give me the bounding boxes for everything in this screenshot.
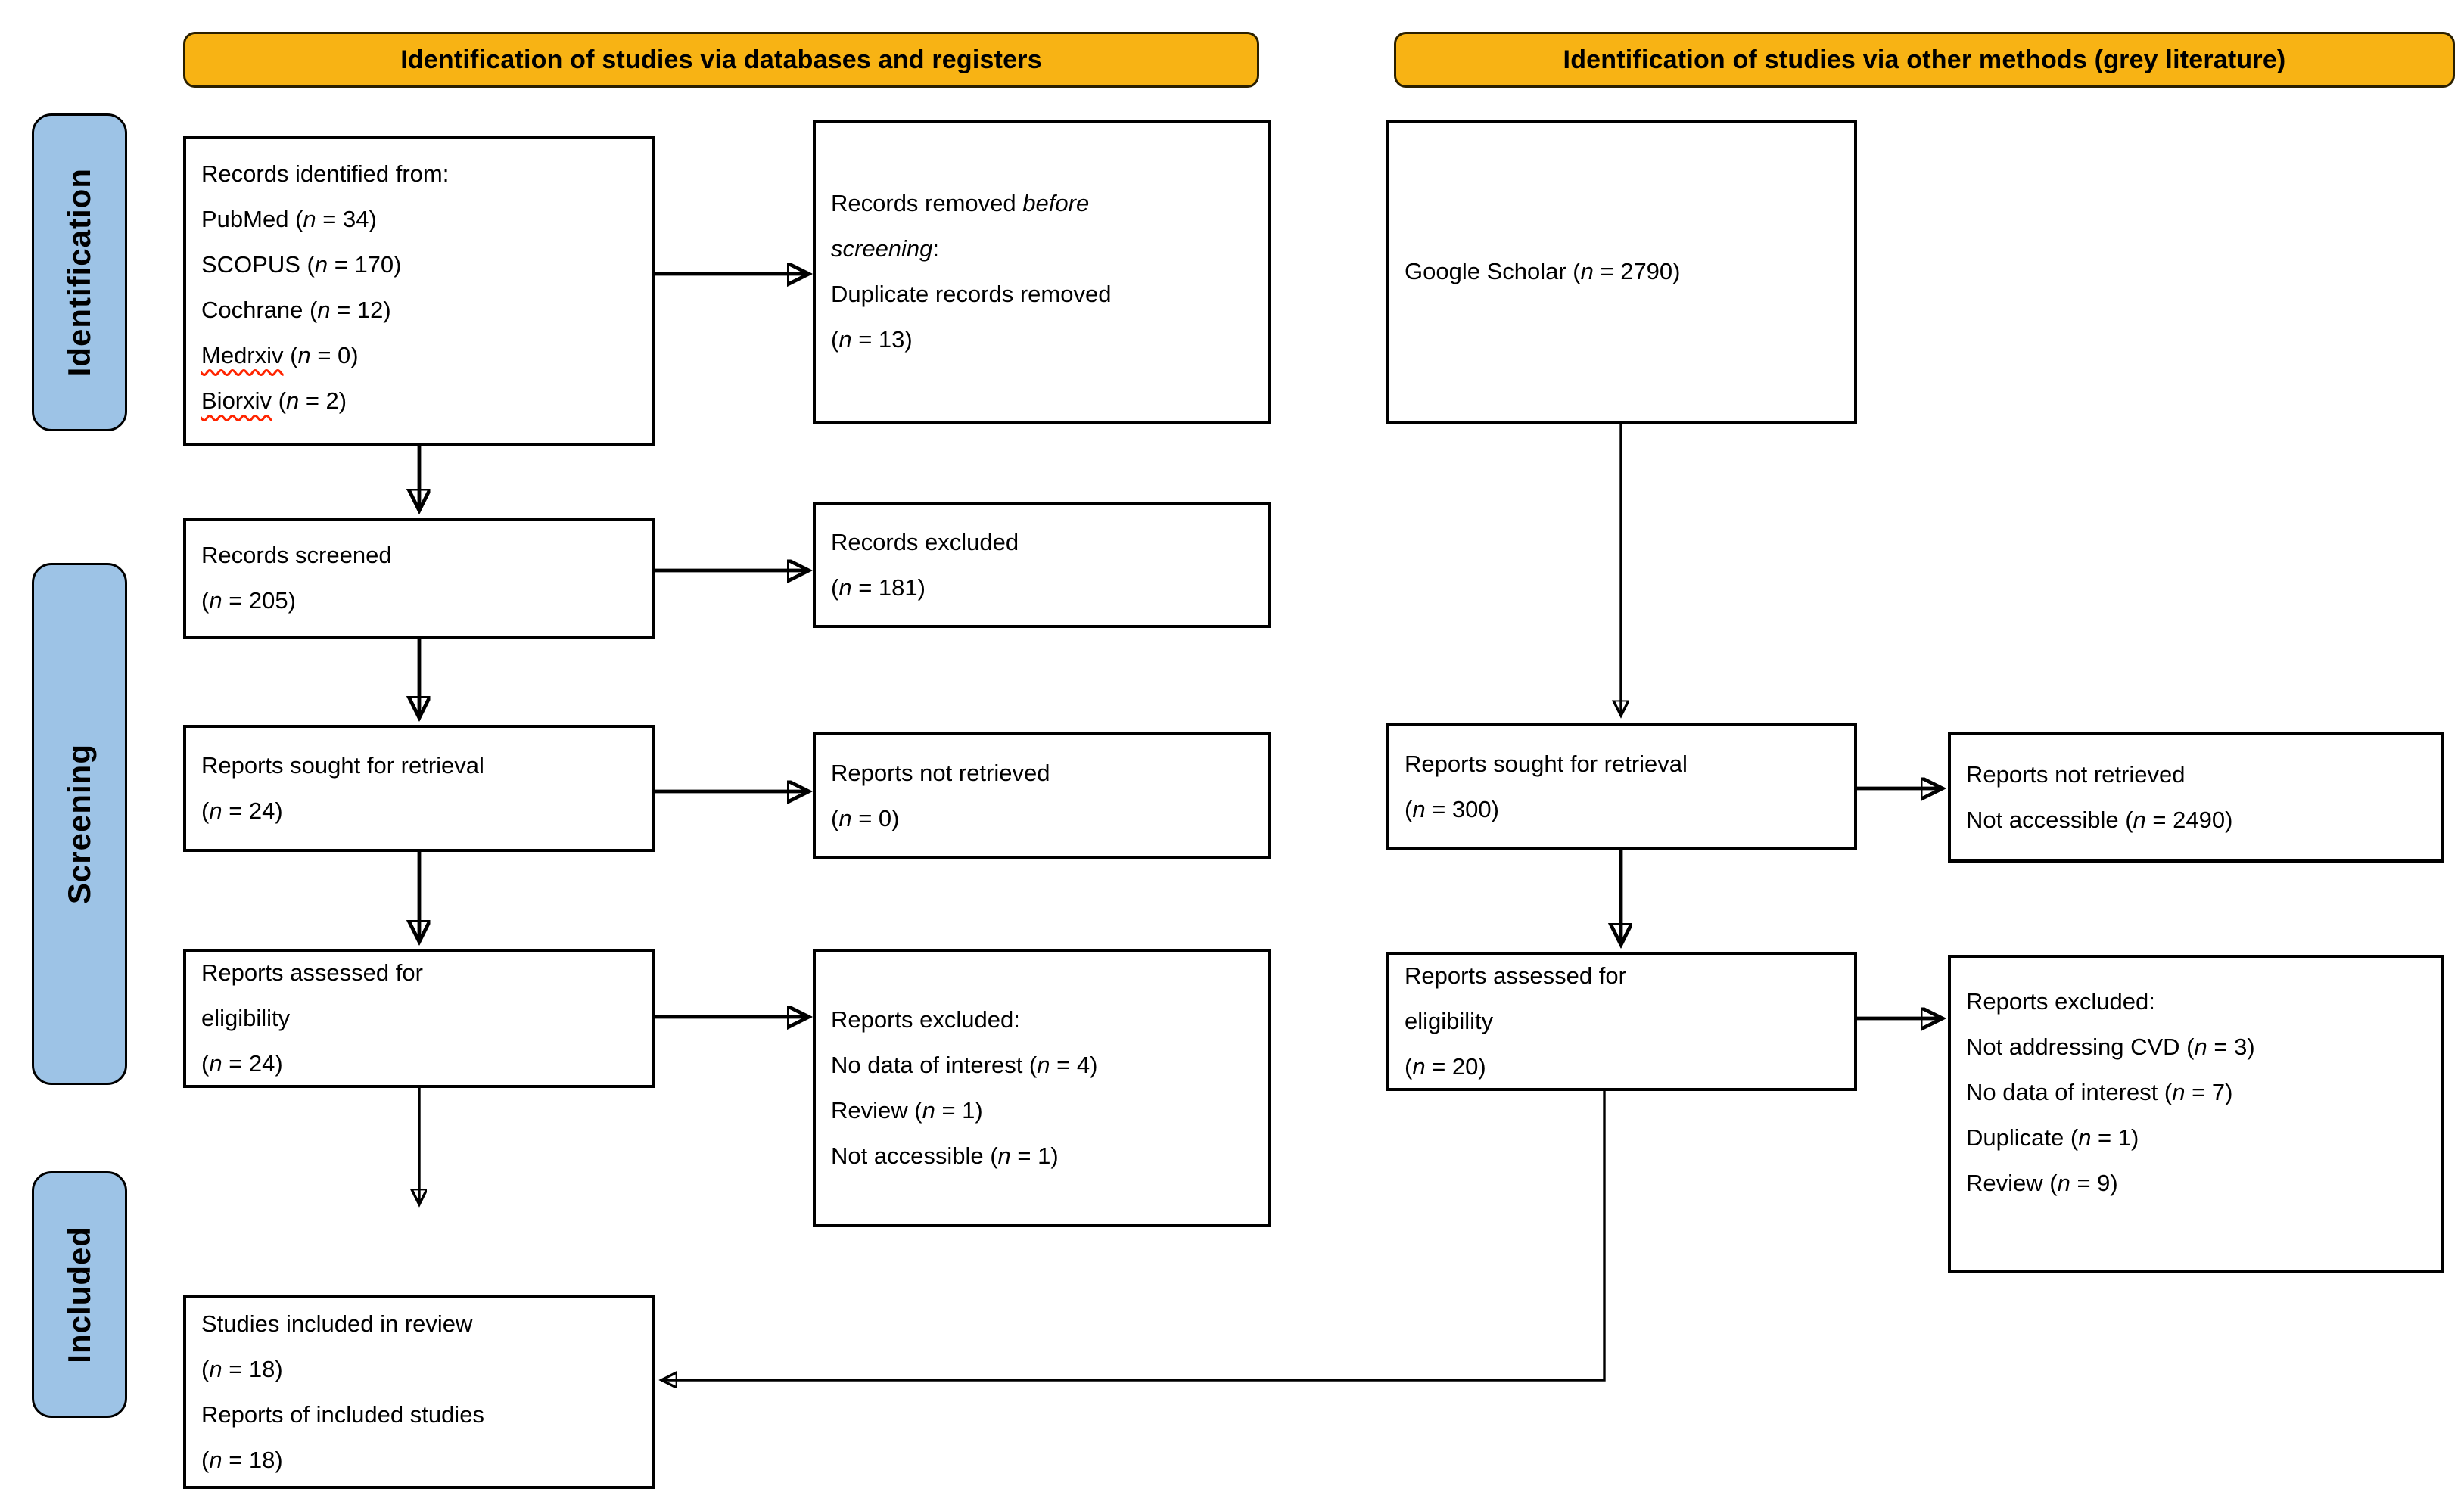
stage-label-screening: Screening xyxy=(32,563,127,1085)
box-reports-excluded-databases: Reports excluded:No data of interest (n … xyxy=(813,949,1271,1227)
header-databases-registers: Identification of studies via databases … xyxy=(183,32,1259,88)
stage-label-identification-text: Identification xyxy=(61,168,97,377)
box-studies-included: Studies included in review(n = 18)Report… xyxy=(183,1295,655,1489)
stage-label-included: Included xyxy=(32,1171,127,1418)
box-records-screened: Records screened(n = 205) xyxy=(183,518,655,639)
box-reports-not-retrieved-databases: Reports not retrieved(n = 0) xyxy=(813,732,1271,859)
stage-label-screening-text: Screening xyxy=(61,743,97,905)
stage-label-included-text: Included xyxy=(61,1226,97,1363)
box-records-excluded: Records excluded(n = 181) xyxy=(813,502,1271,628)
box-google-scholar: Google Scholar (n = 2790) xyxy=(1386,120,1857,424)
stage-label-identification: Identification xyxy=(32,113,127,431)
box-reports-excluded-other: Reports excluded:Not addressing CVD (n =… xyxy=(1948,955,2444,1273)
box-records-identified: Records identified from:PubMed (n = 34)S… xyxy=(183,136,655,446)
box-reports-sought-databases: Reports sought for retrieval(n = 24) xyxy=(183,725,655,852)
box-reports-sought-other: Reports sought for retrieval(n = 300) xyxy=(1386,723,1857,850)
header-other-methods: Identification of studies via other meth… xyxy=(1394,32,2455,88)
